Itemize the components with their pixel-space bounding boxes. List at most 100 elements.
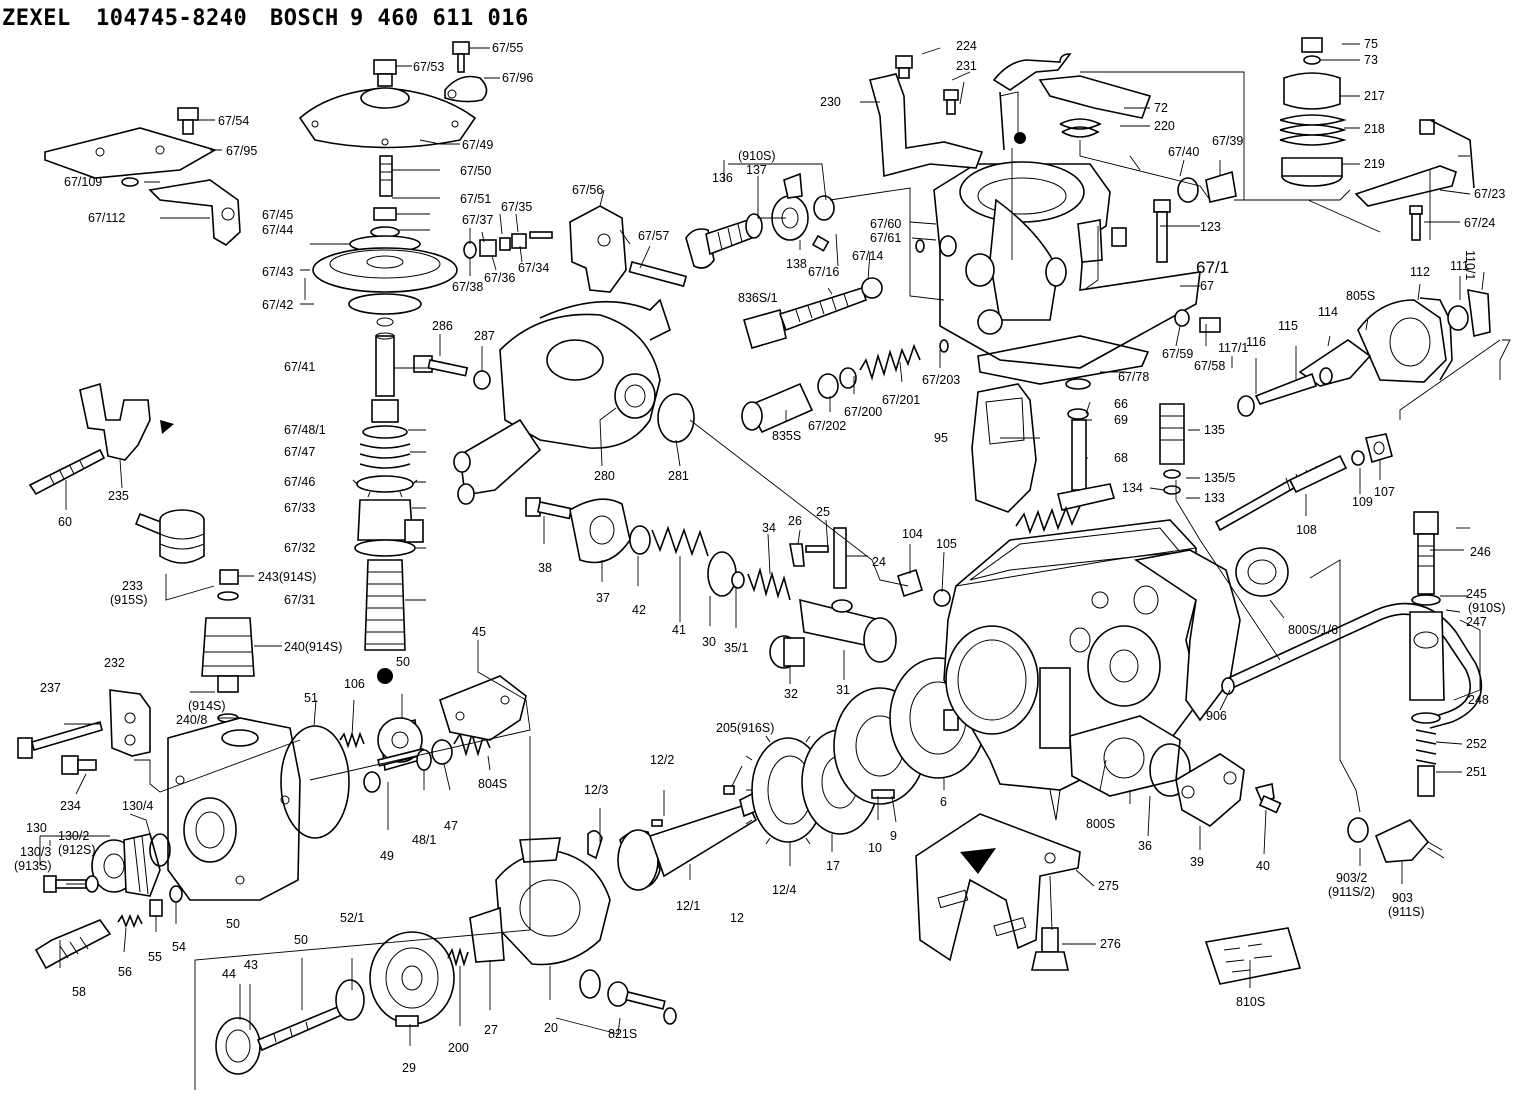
spring-group-217-219 (1177, 37, 1475, 241)
label-67-53: 67/53 (413, 60, 444, 74)
label-243: 243(914S) (258, 570, 316, 584)
label-67-112: 67/112 (88, 211, 125, 225)
label-67-42: 67/42 (262, 298, 293, 312)
label-275: 275 (1098, 879, 1119, 893)
label-252: 252 (1466, 737, 1487, 751)
label-135-5: 135/5 (1204, 471, 1235, 485)
label-30: 30 (702, 635, 716, 649)
label-12-1: 12/1 (676, 899, 700, 913)
label-67-109: 67/109 (64, 175, 102, 189)
diaphragm-cover-assembly (298, 41, 488, 149)
label-12-3: 12/3 (584, 783, 608, 797)
label-67-23: 67/23 (1474, 187, 1505, 201)
lever-67-56 (569, 205, 688, 293)
label-67-203: 67/203 (922, 373, 960, 387)
label-67-59: 67/59 (1162, 347, 1193, 361)
label-804s: 804S (478, 777, 507, 791)
label-111: 111 (1450, 259, 1469, 273)
label-12-4: 12/4 (772, 883, 796, 897)
label-67-32: 67/32 (284, 541, 315, 555)
label-67-48-1: 67/48/1 (284, 423, 326, 437)
label-287: 287 (474, 329, 495, 343)
label-67-37: 67/37 (462, 213, 493, 227)
label-800s-1-6: 800S/1/6 (1288, 623, 1338, 637)
label-56: 56 (118, 965, 132, 979)
linkage-67-37-series (463, 231, 553, 259)
label-50-shaft: 50 (294, 933, 308, 947)
label-232: 232 (104, 656, 125, 670)
label-17: 17 (826, 859, 840, 873)
label-67-16: 67/16 (808, 265, 839, 279)
label-906: 906 (1206, 709, 1227, 723)
drive-shaft-12 (587, 735, 831, 891)
label-67-60: 67/60 (870, 217, 901, 231)
label-67-202: 67/202 (808, 419, 846, 433)
label-248: 248 (1468, 693, 1489, 707)
label-95: 95 (934, 431, 948, 445)
label-231: 231 (956, 59, 977, 73)
label-910s: (910S) (738, 149, 776, 163)
label-217: 217 (1364, 89, 1385, 103)
label-69: 69 (1114, 413, 1128, 427)
label-67-201: 67/201 (882, 393, 920, 407)
label-280: 280 (594, 469, 615, 483)
label-55: 55 (148, 950, 162, 964)
label-41: 41 (672, 623, 686, 637)
label-67-51: 67/51 (460, 192, 491, 206)
label-67-39: 67/39 (1212, 134, 1243, 148)
lower-right-parts (915, 743, 1445, 985)
label-24: 24 (872, 555, 886, 569)
maker-bosch: BOSCH (270, 6, 339, 31)
maker-zexel: ZEXEL (2, 6, 71, 31)
label-821s: 821S (608, 1027, 637, 1041)
label-67-50: 67/50 (460, 164, 491, 178)
label-910s-2: (910S) (1468, 601, 1506, 615)
label-39: 39 (1190, 855, 1204, 869)
label-42: 42 (632, 603, 646, 617)
label-73: 73 (1364, 53, 1378, 67)
stop-lever-235 (28, 382, 174, 496)
label-9: 9 (890, 829, 897, 843)
label-107: 107 (1374, 485, 1395, 499)
label-110-1: 110/1 (1463, 250, 1477, 280)
label-115: 115 (1278, 319, 1298, 333)
label-117-1: 117/1 (1218, 341, 1248, 355)
label-67-41: 67/41 (284, 360, 315, 374)
label-218: 218 (1364, 122, 1385, 136)
label-281: 281 (668, 469, 689, 483)
label-903: 903 (1392, 891, 1413, 905)
label-67-14: 67/14 (852, 249, 883, 263)
label-836s-1: 836S/1 (738, 291, 778, 305)
label-67-47: 67/47 (284, 445, 315, 459)
label-54: 54 (172, 940, 186, 954)
label-67-31: 67/31 (284, 593, 315, 607)
label-913s: (913S) (14, 859, 52, 873)
label-32: 32 (784, 687, 798, 701)
label-800s: 800S (1086, 817, 1115, 831)
label-130-4: 130/4 (122, 799, 153, 813)
label-247: 247 (1466, 615, 1487, 629)
label-234: 234 (60, 799, 81, 813)
label-230: 230 (820, 95, 841, 109)
label-75: 75 (1364, 37, 1378, 51)
label-50-housing: 50 (226, 917, 240, 931)
label-915s: (915S) (110, 593, 148, 607)
flyweight-governor (1174, 288, 1491, 417)
label-67-34: 67/34 (518, 261, 549, 275)
label-123: 123 (1200, 220, 1221, 234)
label-109: 109 (1352, 495, 1373, 509)
label-134: 134 (1122, 481, 1143, 495)
label-67-56: 67/56 (572, 183, 603, 197)
label-52-1: 52/1 (340, 911, 364, 925)
label-12-2: 12/2 (650, 753, 674, 767)
coupling-27-20 (469, 837, 677, 1025)
label-67-40: 67/40 (1168, 145, 1199, 159)
label-135: 135 (1204, 423, 1225, 437)
label-67-36: 67/36 (484, 271, 515, 285)
pump-body-main (943, 433, 1393, 821)
diagram-header: ZEXEL 104745-8240 BOSCH 9 460 611 016 (0, 6, 1540, 36)
label-37: 37 (596, 591, 610, 605)
governor-cover-67 (915, 132, 1201, 385)
label-246: 246 (1470, 545, 1491, 559)
bracket-232 (17, 689, 151, 775)
